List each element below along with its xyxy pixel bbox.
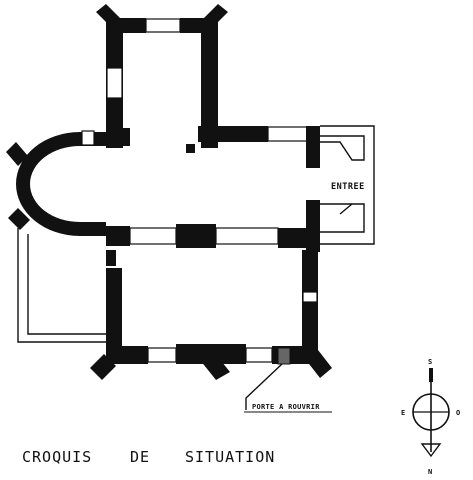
entrance-label: ENTREE: [331, 182, 365, 192]
compass-north-label: N: [428, 468, 432, 476]
compass-south-label: S: [428, 358, 432, 366]
door-leader-line: [245, 363, 283, 410]
title-word-2: DE: [130, 448, 150, 466]
entrance-porch: [306, 125, 375, 252]
apse-walls: [6, 130, 106, 236]
compass-rose: S N E O: [401, 358, 460, 476]
nave-middle-walls: [106, 224, 308, 248]
top-transept-walls: [96, 4, 228, 153]
lower-chapel-walls: [90, 250, 332, 380]
door-to-open-label: PORTE A ROUVRIR: [252, 403, 320, 411]
compass-west-label: O: [456, 409, 460, 417]
compass-east-label: E: [401, 409, 405, 417]
side-aisle-outline: [17, 228, 106, 343]
side-aisle-inner-outline: [27, 234, 106, 335]
title-word-3: SITUATION: [185, 448, 275, 466]
title-word-1: CROQUIS: [22, 448, 92, 466]
nave-upper-walls: [106, 126, 320, 168]
